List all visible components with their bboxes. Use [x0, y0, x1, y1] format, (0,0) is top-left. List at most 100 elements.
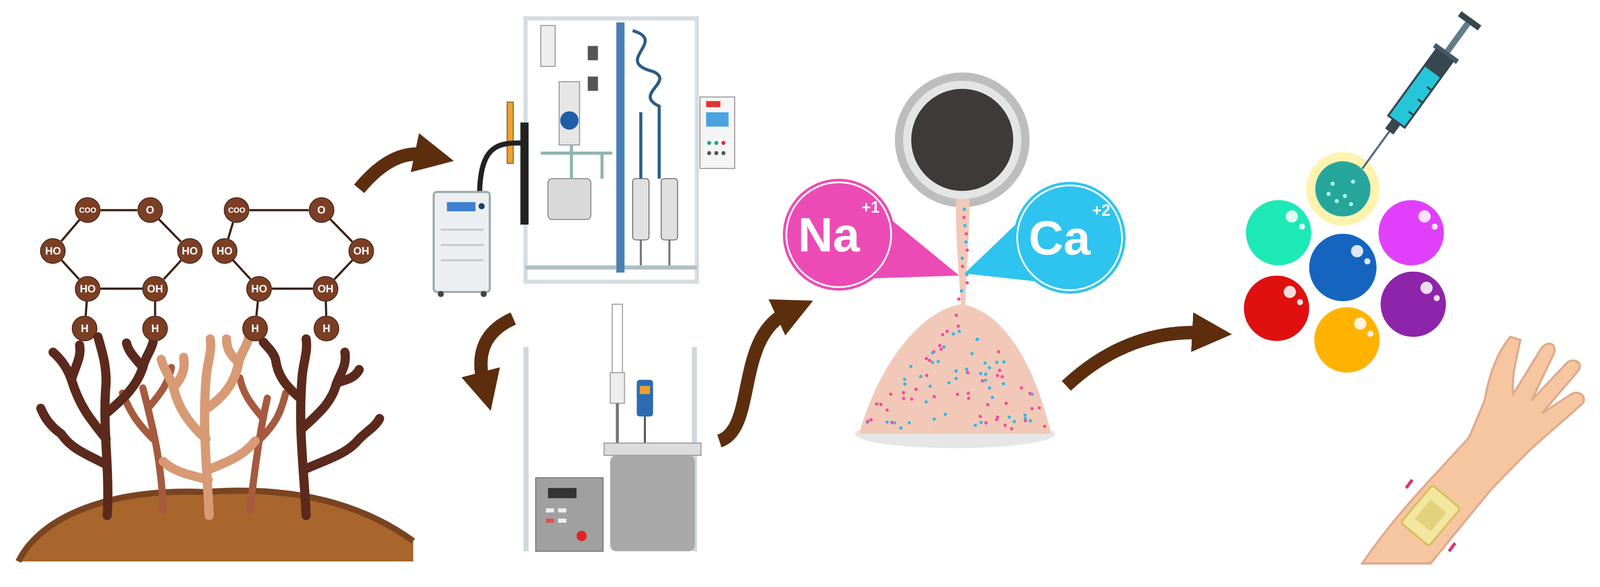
atom-circle: COO — [74, 197, 101, 223]
ion-bubble: Ca+2 — [1013, 181, 1126, 295]
bond-line — [256, 301, 258, 316]
extraction-apparatus — [548, 178, 591, 220]
beaker-and-powder — [970, 351, 974, 356]
gel-spheres — [1367, 330, 1374, 338]
extraction-apparatus — [447, 202, 476, 212]
beaker-and-powder — [962, 207, 966, 212]
stirred-reactor — [610, 372, 625, 404]
beaker-and-powder — [892, 421, 897, 425]
atom-circle: HO — [40, 238, 66, 264]
atom-shape — [40, 238, 66, 264]
stirred-reactor — [558, 518, 567, 523]
beaker-and-powder — [1023, 419, 1027, 423]
beaker-and-powder — [996, 350, 1000, 354]
extraction-apparatus — [632, 178, 649, 241]
atom-shape — [313, 276, 338, 302]
beaker-and-powder — [1001, 382, 1005, 386]
bond-line — [61, 260, 80, 280]
stirred-reactor — [603, 443, 701, 456]
beaker-and-powder — [942, 345, 946, 349]
extraction-apparatus — [700, 96, 735, 169]
beaker-and-powder — [903, 377, 907, 382]
extraction-apparatus — [632, 30, 660, 179]
beaker-and-powder — [1012, 420, 1016, 424]
bond-line — [233, 260, 251, 280]
hand-with-patch — [1362, 337, 1584, 564]
hand-with-patch — [1414, 500, 1447, 532]
beaker-and-powder — [894, 72, 1030, 208]
beaker-and-powder — [964, 240, 968, 244]
atom-label: H — [81, 323, 89, 334]
atom-shape — [142, 276, 168, 302]
atom-label: H — [251, 323, 259, 334]
beaker-and-powder — [924, 400, 928, 404]
beaker-and-powder — [909, 364, 913, 368]
ion-symbol: Na — [797, 210, 860, 260]
atom-shape — [212, 238, 238, 264]
gel-spheres — [1342, 193, 1347, 198]
seaweed — [52, 345, 106, 440]
beaker-and-powder — [984, 372, 988, 376]
gel-spheres — [1354, 317, 1367, 330]
beaker-and-powder — [985, 403, 989, 407]
stirred-reactor — [615, 403, 619, 450]
beaker-and-powder — [965, 371, 969, 375]
beaker-and-powder — [947, 381, 951, 385]
gel-spheres — [1283, 210, 1440, 338]
beaker-and-powder — [998, 368, 1002, 372]
atom-label: OH — [353, 245, 370, 257]
gel-spheres — [1299, 223, 1306, 230]
beaker-and-powder — [957, 297, 961, 301]
atom-circle: O — [137, 197, 163, 223]
flow-arrow — [359, 154, 427, 189]
seaweed — [18, 490, 414, 562]
gel-spheres — [1245, 200, 1312, 266]
beaker-and-powder — [1043, 424, 1047, 428]
atom-label: O — [317, 204, 326, 216]
beaker-and-powder — [955, 392, 960, 397]
bond-line — [163, 260, 182, 280]
beaker-and-powder — [964, 232, 968, 236]
stirred-reactor — [545, 508, 555, 513]
extraction-apparatus — [616, 22, 625, 273]
beaker-and-powder — [885, 408, 889, 412]
beaker-and-powder — [859, 304, 1051, 434]
atom-shape — [309, 197, 334, 223]
atom-shape — [142, 316, 168, 341]
atom-label: COO — [228, 206, 246, 215]
beaker-and-powder — [966, 391, 970, 395]
beaker-and-powder — [1002, 360, 1006, 364]
syringe — [1388, 49, 1453, 128]
extraction-apparatus — [559, 81, 580, 145]
beaker-and-powder — [879, 403, 883, 407]
atom-circle: OH — [348, 238, 375, 264]
beaker-and-powder — [930, 360, 934, 364]
beaker-and-powder — [1007, 415, 1011, 419]
beaker-and-powder — [983, 378, 987, 382]
beaker-and-powder — [888, 392, 893, 397]
beaker-and-powder — [932, 395, 936, 399]
beaker-and-powder — [925, 374, 929, 378]
bond-line — [324, 301, 328, 316]
seaweed — [106, 342, 154, 414]
beaker-and-powder — [988, 386, 992, 390]
beaker-and-powder — [866, 419, 870, 423]
gel-spheres — [1244, 151, 1447, 373]
beaker-and-powder — [966, 370, 970, 375]
atom-circle: HO — [246, 276, 272, 302]
syringe — [1424, 49, 1453, 79]
beaker-and-powder — [954, 313, 958, 317]
seaweed — [161, 337, 256, 516]
extraction-apparatus — [707, 140, 712, 145]
gel-spheres — [1244, 275, 1310, 341]
beaker-and-powder — [907, 421, 911, 425]
extraction-apparatus — [540, 144, 613, 179]
beaker-and-powder — [903, 382, 907, 386]
atom-label: O — [145, 204, 155, 216]
extraction-apparatus — [478, 203, 485, 210]
seaweed — [302, 352, 360, 430]
syringe — [1362, 131, 1389, 169]
atom-shape — [177, 238, 203, 264]
extraction-apparatus — [440, 229, 484, 261]
